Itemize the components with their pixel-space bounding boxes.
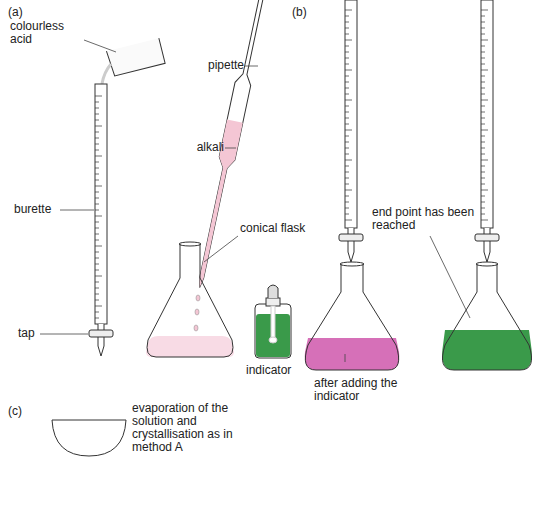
leader-line — [40, 40, 470, 362]
part-label: burette — [14, 203, 60, 216]
indicator-bottle — [255, 285, 291, 358]
part-label: after adding the indicator — [314, 377, 414, 403]
note-text: evaporation of the solution and crystall… — [132, 402, 260, 454]
part-label: tap — [18, 327, 40, 340]
acid-stream — [102, 64, 111, 84]
part-label: indicator — [246, 364, 306, 377]
conical-flask — [442, 262, 532, 370]
tap — [89, 330, 113, 337]
part-label: end point has been reached — [372, 206, 476, 232]
burette — [339, 0, 363, 262]
evaporating-dish — [52, 420, 126, 456]
panel-letter: (a) — [8, 6, 38, 19]
beaker — [106, 38, 165, 76]
conical-flask — [305, 262, 400, 370]
burette — [475, 0, 499, 262]
part-label: conical flask — [240, 222, 320, 235]
conical-flask — [146, 242, 234, 357]
part-label: colourless acid — [10, 20, 84, 46]
panel-letter: (b) — [292, 6, 322, 19]
burette — [89, 84, 113, 356]
part-label: alkali — [186, 141, 224, 154]
part-label: pipette — [196, 59, 244, 72]
droplets — [194, 295, 200, 331]
panel-letter: (c) — [8, 405, 38, 418]
